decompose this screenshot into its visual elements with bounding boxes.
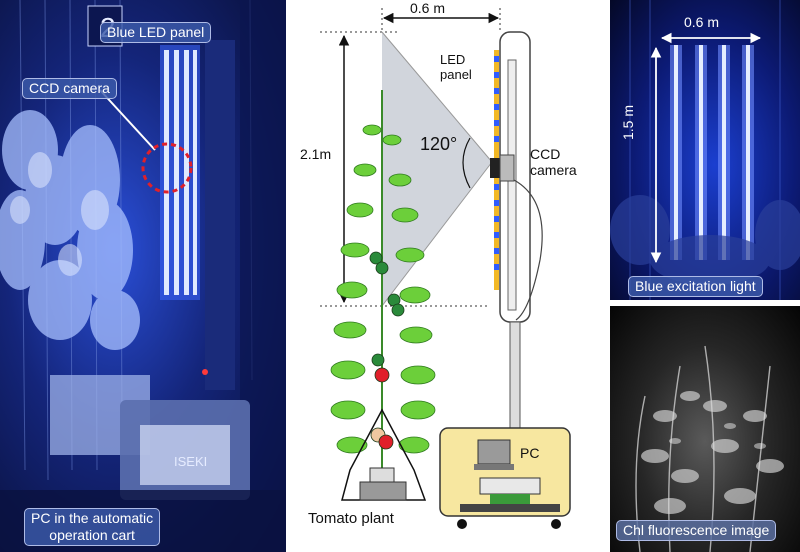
blue-excitation-caption: Blue excitation light (628, 276, 763, 297)
ccd-camera-label-line1: CCD (530, 146, 561, 162)
height-label: 2.1m (300, 146, 332, 162)
fluorescence-scene (635, 345, 784, 552)
angle-label: 120° (420, 134, 458, 154)
setup-schematic (320, 8, 571, 529)
pc-label: PC (520, 445, 540, 461)
excitation-scene (610, 0, 800, 300)
led-panel-label: LED panel (440, 52, 472, 82)
pc-cart-label-line1: PC in the automatic (31, 510, 154, 526)
setup-diagram: 0.6 m 2.1m 120° LED panel CCD camera PC … (290, 0, 606, 552)
width-label: 0.6 m (410, 0, 446, 16)
greenhouse-scene (0, 0, 286, 552)
cart-brand: ISEKI (174, 454, 208, 469)
led-panel-label-line1: LED (440, 52, 466, 67)
led-panel-label-line2: panel (440, 67, 472, 82)
tomato-plant-label: Tomato plant (308, 510, 394, 527)
greenhouse-photo: 2 Blue LED panel CCD camera ISEKI PC in … (0, 0, 286, 552)
chl-fluorescence-caption: Chl fluorescence image (616, 520, 777, 541)
height-label: 1.5 m (620, 104, 636, 140)
pc-cart-label: PC in the automatic operation cart (24, 508, 161, 546)
ccd-camera-label: CCD camera (530, 146, 577, 178)
width-label: 0.6 m (684, 14, 720, 30)
ccd-camera-label-line2: camera (530, 162, 577, 178)
chl-fluorescence-photo: Chl fluorescence image (610, 306, 800, 552)
ccd-camera-label: CCD camera (22, 78, 117, 99)
pc-cart-label-line2: operation cart (49, 527, 135, 543)
blue-excitation-photo: 0.6 m 1.5 m Blue excitation light (610, 0, 800, 300)
led-panel-label: Blue LED panel (100, 22, 212, 43)
